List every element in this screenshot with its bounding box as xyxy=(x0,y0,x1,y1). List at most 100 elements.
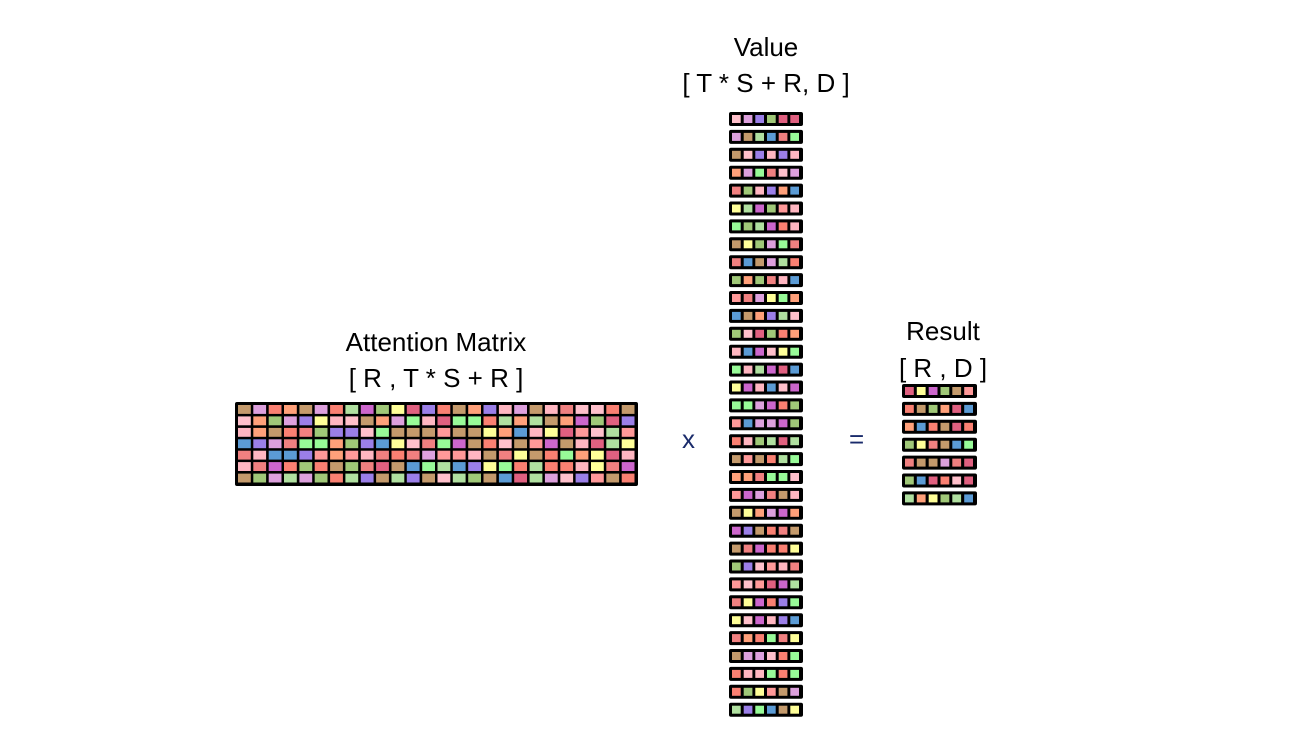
attention-cell xyxy=(391,450,405,460)
result-cell xyxy=(964,440,973,449)
attention-cell xyxy=(606,473,620,483)
value-cell xyxy=(790,132,799,141)
attention-cell xyxy=(498,405,512,414)
value-cell xyxy=(767,132,776,141)
value-cell xyxy=(767,562,776,571)
value-cell xyxy=(778,526,788,535)
attention-cell xyxy=(238,427,251,437)
value-cell xyxy=(790,401,799,410)
attention-cell xyxy=(452,439,466,449)
value-cell xyxy=(743,276,753,285)
attention-cell xyxy=(514,405,527,414)
value-cell xyxy=(732,598,741,607)
attention-cell xyxy=(606,427,620,437)
equals-operator: = xyxy=(849,424,865,454)
attention-cell xyxy=(253,473,267,483)
value-cell xyxy=(732,705,741,714)
value-cell xyxy=(755,150,764,159)
value-cell xyxy=(743,687,753,696)
attention-cell xyxy=(468,439,481,449)
attention-cell xyxy=(330,427,343,437)
value-cell xyxy=(778,115,788,123)
result-cell xyxy=(905,387,914,395)
result-cell xyxy=(916,404,926,413)
value-cell xyxy=(790,473,799,481)
value-cell xyxy=(778,616,788,625)
value-cell xyxy=(755,168,764,177)
attention-cell xyxy=(514,416,527,426)
value-cell xyxy=(778,365,788,374)
value-cell xyxy=(755,598,764,607)
attention-cell xyxy=(468,450,481,460)
value-cell xyxy=(743,705,753,714)
attention-cell xyxy=(238,473,251,483)
attention-cell xyxy=(621,405,635,414)
attention-cell xyxy=(544,439,558,449)
value-cell xyxy=(790,508,799,517)
value-cell xyxy=(755,437,764,446)
value-cell xyxy=(790,258,799,267)
value-cell xyxy=(732,222,741,231)
value-cell xyxy=(790,276,799,285)
value-cell xyxy=(755,544,764,553)
value-cell xyxy=(767,150,776,159)
value-cell xyxy=(732,401,741,410)
value-cell xyxy=(755,186,764,195)
result-cell xyxy=(940,458,950,467)
attention-cell xyxy=(253,405,267,414)
value-cell xyxy=(755,616,764,625)
attention-cell xyxy=(591,427,604,437)
value-cell xyxy=(743,544,753,553)
value-cell xyxy=(790,329,799,338)
result-cell xyxy=(964,458,973,467)
attention-title: Attention Matrix xyxy=(345,327,527,357)
value-cell xyxy=(790,616,799,625)
value-cell xyxy=(767,705,776,714)
attention-cell xyxy=(544,450,558,460)
attention-cell xyxy=(606,462,620,471)
result-cell xyxy=(916,387,926,395)
value-cell xyxy=(743,132,753,141)
value-cell xyxy=(732,562,741,571)
attention-cell xyxy=(284,450,297,460)
multiply-operator: x xyxy=(682,424,695,454)
attention-cell xyxy=(452,427,466,437)
result-cell xyxy=(964,387,973,395)
value-cell xyxy=(755,258,764,267)
value-cell xyxy=(743,329,753,338)
attention-cell xyxy=(452,473,466,483)
value-cell xyxy=(732,580,741,589)
result-cell xyxy=(952,440,962,449)
value-cell xyxy=(732,616,741,625)
result-cell xyxy=(928,422,938,431)
value-cell xyxy=(778,383,788,392)
value-cell xyxy=(778,490,788,499)
value-cell xyxy=(767,580,776,589)
attention-cell xyxy=(284,473,297,483)
value-cell xyxy=(743,168,753,177)
value-cell xyxy=(743,258,753,267)
value-cell xyxy=(743,347,753,356)
attention-cell xyxy=(406,439,420,449)
attention-cell xyxy=(621,416,635,426)
attention-cell xyxy=(422,439,435,449)
attention-cell xyxy=(376,439,389,449)
value-cell xyxy=(755,508,764,517)
value-cell xyxy=(755,115,764,123)
value-cell xyxy=(755,383,764,392)
attention-cell xyxy=(406,405,420,414)
attention-cell xyxy=(591,405,604,414)
value-title: Value xyxy=(733,32,799,62)
result-cell xyxy=(964,494,973,503)
attention-cell xyxy=(345,427,359,437)
value-cell xyxy=(743,580,753,589)
attention-cell xyxy=(376,462,389,471)
value-cell xyxy=(755,329,764,338)
value-cell xyxy=(755,687,764,696)
value-cell xyxy=(778,311,788,320)
value-cell xyxy=(732,652,741,660)
attention-cell xyxy=(284,416,297,426)
attention-cell xyxy=(360,439,374,449)
attention-cell xyxy=(591,416,604,426)
value-cell xyxy=(755,473,764,481)
